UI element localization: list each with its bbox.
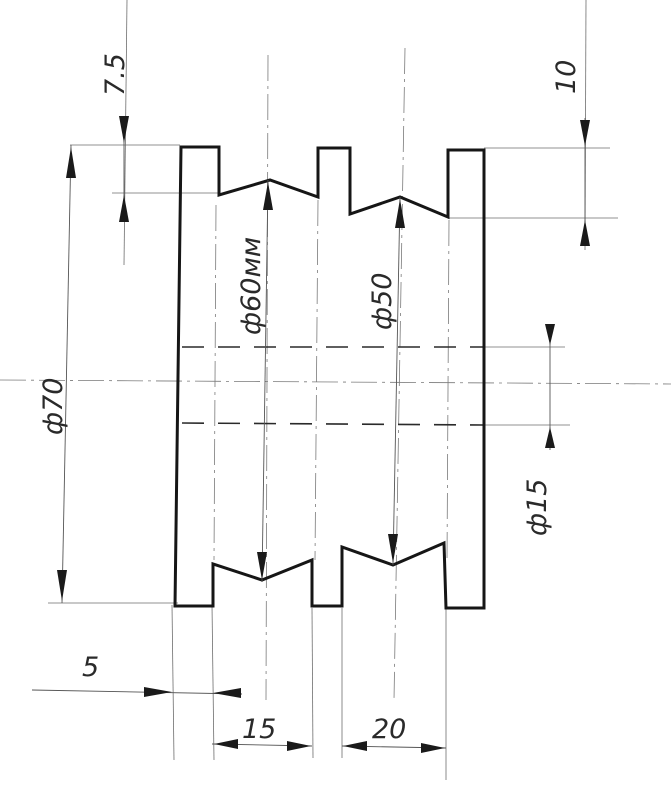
label-5: 5 bbox=[82, 652, 99, 683]
bore-hidden-lines bbox=[181, 346, 485, 426]
arrow-5-right bbox=[213, 688, 241, 698]
arrow-d15-bottom bbox=[545, 427, 555, 448]
axis-center-line bbox=[0, 379, 671, 385]
arrow-d70-bottom bbox=[57, 570, 67, 601]
label-d60: ф60мм bbox=[236, 237, 267, 335]
label-7-5: 7.5 bbox=[100, 53, 131, 96]
label-10: 10 bbox=[551, 60, 582, 94]
groove-center-lines bbox=[213, 47, 450, 701]
arrow-d50-bottom bbox=[388, 534, 398, 563]
arrow-10-top bbox=[580, 120, 590, 146]
label-d70: ф70 bbox=[38, 378, 69, 435]
dimension-arrows bbox=[57, 116, 590, 753]
dimension-lines bbox=[31, 116, 586, 749]
arrow-d60-top bbox=[263, 182, 273, 210]
label-d50: ф50 bbox=[367, 273, 398, 330]
arrow-15-right bbox=[287, 741, 311, 751]
arrow-15-left bbox=[214, 739, 238, 749]
arrow-7-5-bottom bbox=[119, 195, 129, 222]
label-d15: ф15 bbox=[522, 479, 553, 536]
arrow-d70-top bbox=[66, 147, 76, 178]
arrow-7-5-top bbox=[119, 116, 129, 143]
arrow-d15-top bbox=[545, 324, 555, 345]
arrow-5-left bbox=[144, 687, 172, 697]
arrow-10-bottom bbox=[580, 220, 590, 246]
arrow-d60-bottom bbox=[257, 552, 267, 580]
label-20: 20 bbox=[372, 714, 406, 745]
label-15: 15 bbox=[242, 714, 276, 745]
extension-lines bbox=[48, 0, 618, 780]
arrow-20-left bbox=[343, 741, 367, 751]
part-outline bbox=[173, 145, 486, 610]
arrow-d50-top bbox=[395, 199, 405, 228]
arrow-20-right bbox=[421, 743, 445, 753]
